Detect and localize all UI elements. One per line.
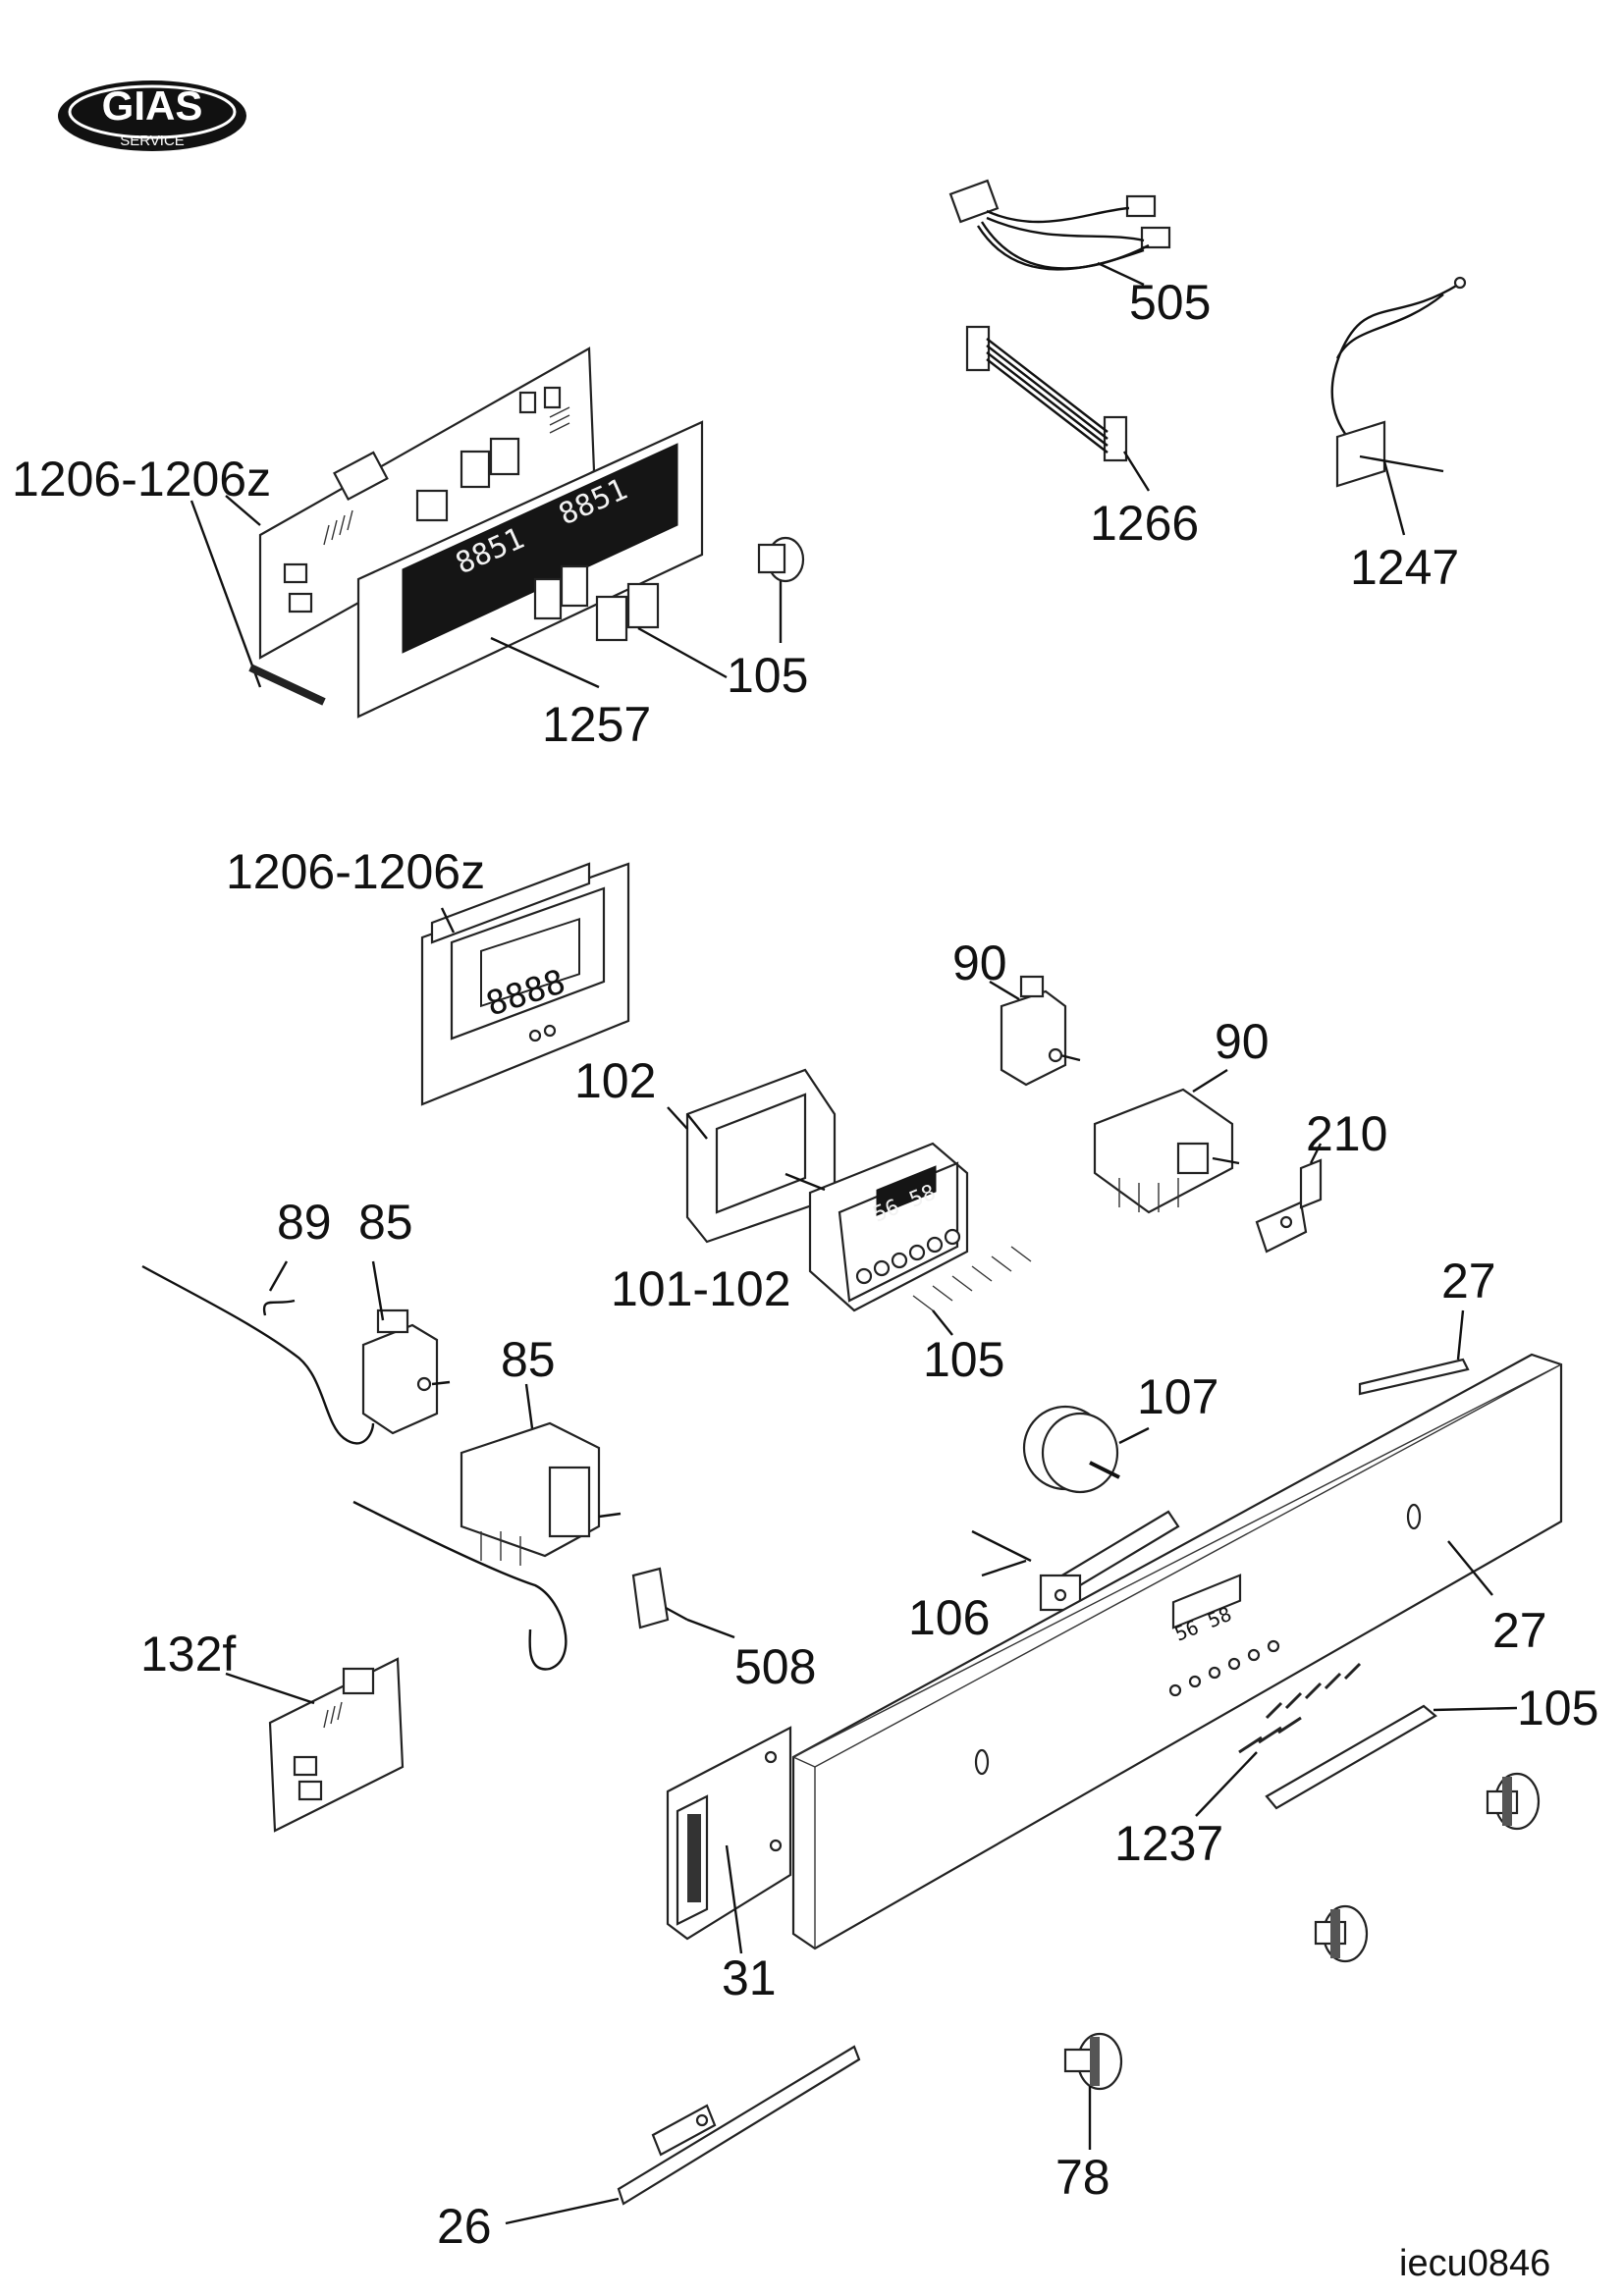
callout-1206-top: 1206-1206z [12, 452, 271, 507]
part-frame-102 [685, 1068, 837, 1244]
callout-106: 106 [908, 1590, 990, 1645]
callout-1247: 1247 [1350, 540, 1459, 595]
callout-1206-mid: 1206-1206z [226, 844, 485, 899]
callout-89: 89 [277, 1195, 332, 1250]
callout-78: 78 [1055, 2150, 1110, 2205]
part-timer-motor-107 [1022, 1405, 1120, 1494]
part-timer-module-101: 56 58 [784, 1142, 969, 1312]
part-knob-a [1486, 1772, 1541, 1831]
callout-1237: 1237 [1114, 1816, 1223, 1871]
part-display-board-1257: 8851 8851 [356, 420, 704, 719]
callout-26: 26 [437, 2199, 492, 2254]
part-control-panel-27: 56 58 [791, 1353, 1563, 1950]
part-bracket-210 [1255, 1158, 1323, 1254]
part-sensor-wire-1247 [1330, 276, 1467, 488]
part-knob-b [1314, 1904, 1369, 1963]
gias-service-logo: GIAS SERVICE [58, 80, 246, 151]
part-selector-switch-90-b [1093, 1088, 1240, 1214]
part-ribbon-cable-1266 [965, 325, 1128, 462]
callout-132f: 132f [140, 1627, 236, 1682]
callout-105-top: 105 [727, 648, 808, 703]
part-knob-78 [1063, 2032, 1123, 2091]
part-main-pcb-1206 [258, 347, 596, 660]
part-trim-strip-27 [1358, 1358, 1470, 1396]
logo-brand: GIAS [102, 82, 203, 129]
callout-85-b: 85 [501, 1332, 556, 1387]
callout-505: 505 [1129, 275, 1211, 330]
callout-105-mid: 105 [923, 1332, 1004, 1387]
drawing-code: iecu0846 [1399, 2243, 1550, 2284]
callout-labels: 505 1266 1247 1206-1206z 105 1257 1206-1… [12, 275, 1598, 2254]
part-pins-105-mid [912, 1246, 1032, 1311]
callout-101-102: 101-102 [611, 1261, 791, 1316]
callout-90-b: 90 [1215, 1014, 1270, 1069]
part-thermostat-85-b [352, 1421, 622, 1671]
callout-105-bot: 105 [1517, 1681, 1598, 1735]
callout-102: 102 [574, 1053, 656, 1108]
callout-27-top: 27 [1441, 1254, 1496, 1308]
part-wiring-harness-505 [948, 179, 1171, 271]
part-side-bracket-31 [666, 1726, 792, 1941]
part-thermostat-85-a [141, 1264, 451, 1445]
callout-90-a: 90 [952, 935, 1007, 990]
part-clock-panel-1206: 8888 [420, 862, 630, 1106]
part-switch-508 [631, 1567, 688, 1629]
callout-210: 210 [1306, 1106, 1387, 1161]
callout-27-bot: 27 [1492, 1603, 1547, 1658]
callout-85-a: 85 [358, 1195, 413, 1250]
callout-31: 31 [722, 1950, 777, 2005]
logo-sub: SERVICE [120, 133, 185, 149]
callout-1266: 1266 [1090, 496, 1199, 551]
part-selector-switch-90-a [1000, 975, 1081, 1087]
callout-107: 107 [1137, 1369, 1218, 1424]
callout-508: 508 [734, 1639, 816, 1694]
part-button-strip-105 [1238, 1662, 1437, 1810]
callout-1257: 1257 [542, 697, 651, 752]
part-pcb-132f [268, 1657, 405, 1833]
part-rail-26 [617, 2045, 861, 2206]
part-buttons-105-top [595, 536, 805, 642]
